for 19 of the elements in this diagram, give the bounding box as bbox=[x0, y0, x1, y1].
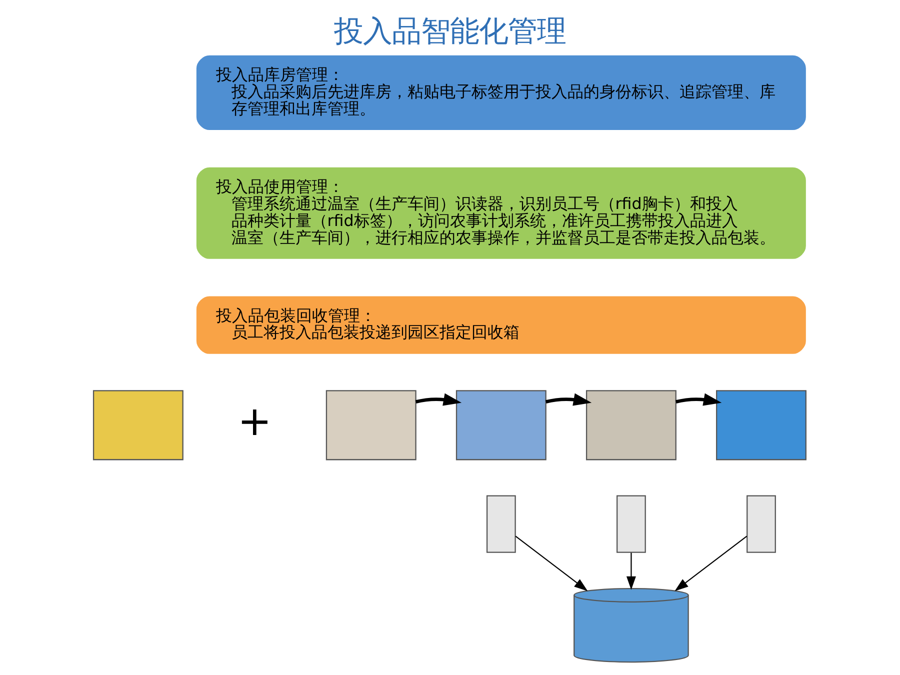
node-box: 投入品库房管理： 投入品采购后先进库房，粘贴电子标签用于投入品的身份标识、追踪管理、库存管理和出库管理。 bbox=[195, 54, 808, 132]
node-box bbox=[326, 390, 416, 460]
arrow bbox=[676, 393, 722, 406]
arrow bbox=[626, 552, 636, 590]
node-box bbox=[716, 390, 806, 460]
node-box bbox=[586, 390, 676, 460]
arrow bbox=[515, 536, 588, 592]
arrow bbox=[415, 393, 462, 406]
diagram-title: 投入品智能化管理 bbox=[334, 14, 566, 48]
node-box bbox=[92, 390, 184, 460]
arrow bbox=[674, 536, 748, 592]
label: + bbox=[238, 397, 272, 446]
node-box: 投入品使用管理： 管理系统通过温室（生产车间）识读器，识别员工号（rfid胸卡）和投入品种类计量（rfid标签），访问农事计划系统，准许员工携带投入品进入温室（生产车间），进行相应的农事操作，并监督员工是否带走投入品包装。 bbox=[195, 166, 808, 260]
node-box bbox=[616, 495, 646, 553]
node-box bbox=[456, 390, 546, 460]
node-box bbox=[486, 495, 516, 553]
node-box bbox=[746, 495, 776, 553]
node-box: 投入品包装回收管理： 员工将投入品包装投递到园区指定回收箱 bbox=[195, 295, 808, 356]
arrow bbox=[545, 393, 592, 406]
